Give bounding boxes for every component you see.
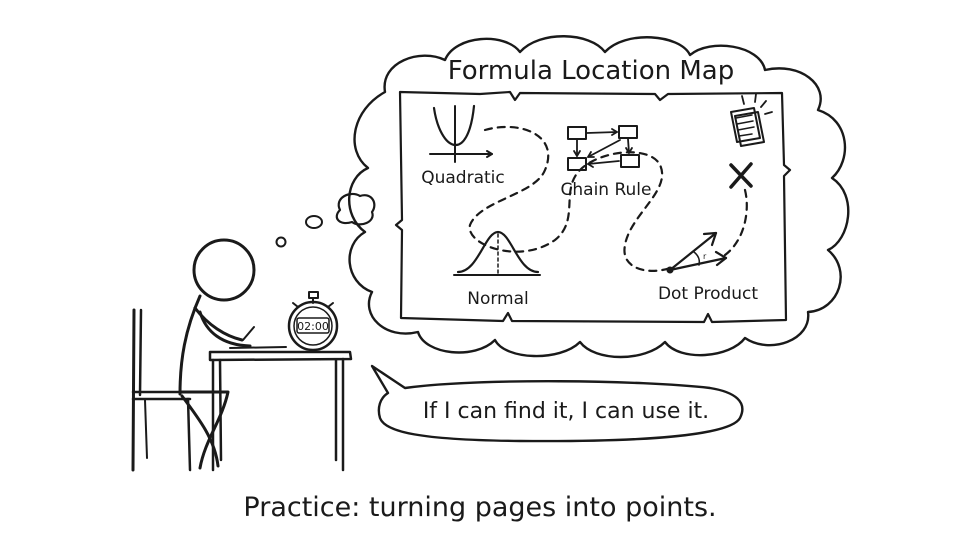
thought-cloud	[275, 35, 850, 359]
parabola-icon	[429, 104, 493, 163]
stopwatch-icon	[287, 291, 339, 352]
bell-curve-icon	[453, 230, 541, 276]
location-label-quadratic: Quadratic	[421, 168, 505, 188]
vectors-icon: r	[666, 231, 728, 274]
map-title: Formula Location Map	[448, 56, 735, 86]
location-label-dot-product: Dot Product	[658, 284, 758, 304]
comic-caption: Practice: turning pages into points.	[243, 492, 717, 523]
x-mark-icon	[729, 162, 753, 189]
location-label-chain-rule: Chain Rule	[561, 180, 652, 200]
dashed-route	[468, 125, 672, 272]
chair	[131, 308, 192, 472]
speech-bubble-text: If I can find it, I can use it.	[423, 399, 709, 424]
flowchart-icon	[567, 125, 640, 171]
stopwatch-display: 02:00	[297, 320, 329, 333]
speech-bubble	[370, 364, 744, 443]
dashed-route-to-x	[723, 188, 748, 257]
location-label-normal: Normal	[467, 289, 529, 309]
desk	[208, 346, 353, 472]
svg-text:r: r	[703, 252, 707, 261]
map-paper	[394, 90, 792, 324]
stick-figure-student	[178, 238, 256, 470]
notes-pages-icon	[730, 93, 773, 147]
